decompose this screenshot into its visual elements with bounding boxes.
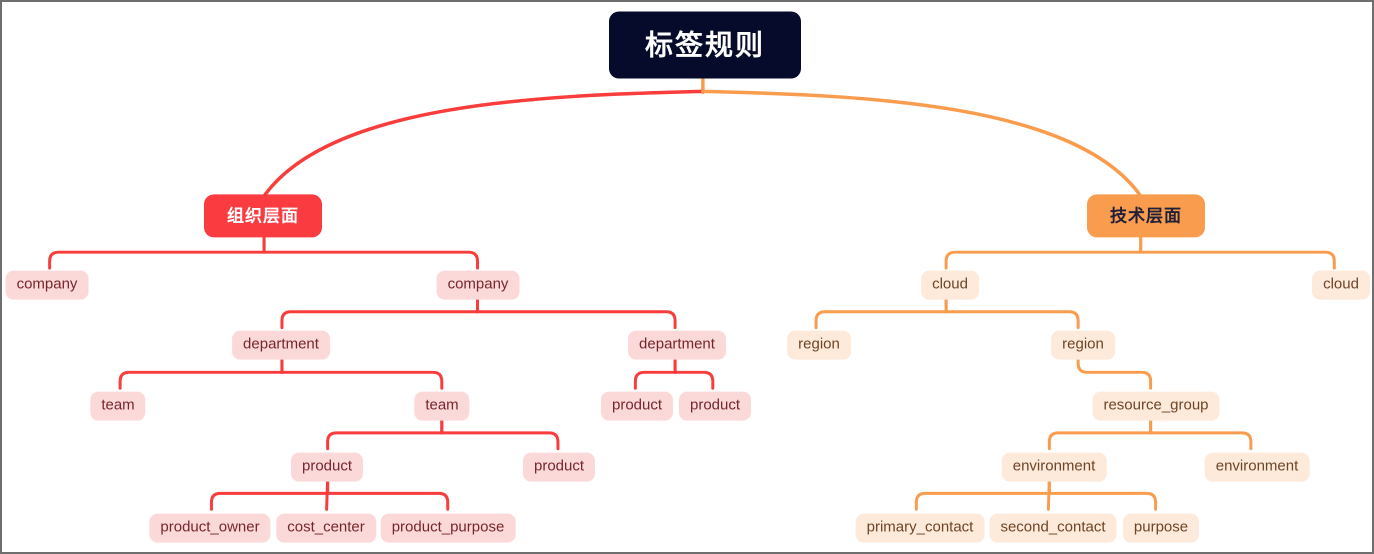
node-team2[interactable]: team bbox=[414, 391, 470, 421]
node-purpose[interactable]: purpose bbox=[1122, 513, 1200, 543]
node-resource_group[interactable]: resource_group bbox=[1092, 391, 1220, 421]
node-region1[interactable]: region bbox=[787, 330, 851, 360]
node-root[interactable]: 标签规则 bbox=[608, 11, 802, 79]
node-tech[interactable]: 技术层面 bbox=[1087, 194, 1205, 238]
node-product3[interactable]: product bbox=[600, 391, 674, 421]
node-cloud1[interactable]: cloud bbox=[921, 270, 979, 300]
node-product_purpose[interactable]: product_purpose bbox=[380, 513, 516, 543]
node-company2[interactable]: company bbox=[436, 270, 520, 300]
node-primary_contact[interactable]: primary_contact bbox=[855, 513, 985, 543]
node-team1[interactable]: team bbox=[90, 391, 146, 421]
node-department1[interactable]: department bbox=[232, 330, 330, 360]
node-product1[interactable]: product bbox=[290, 452, 364, 482]
node-environment2[interactable]: environment bbox=[1204, 452, 1310, 482]
node-product_owner[interactable]: product_owner bbox=[149, 513, 271, 543]
node-environment1[interactable]: environment bbox=[1001, 452, 1107, 482]
node-product4[interactable]: product bbox=[678, 391, 752, 421]
node-org[interactable]: 组织层面 bbox=[204, 194, 322, 238]
node-cost_center[interactable]: cost_center bbox=[276, 513, 376, 543]
node-product2[interactable]: product bbox=[522, 452, 596, 482]
node-department2[interactable]: department bbox=[628, 330, 726, 360]
node-cloud2[interactable]: cloud bbox=[1312, 270, 1370, 300]
node-company1[interactable]: company bbox=[5, 270, 89, 300]
node-second_contact[interactable]: second_contact bbox=[989, 513, 1117, 543]
node-region2[interactable]: region bbox=[1051, 330, 1115, 360]
